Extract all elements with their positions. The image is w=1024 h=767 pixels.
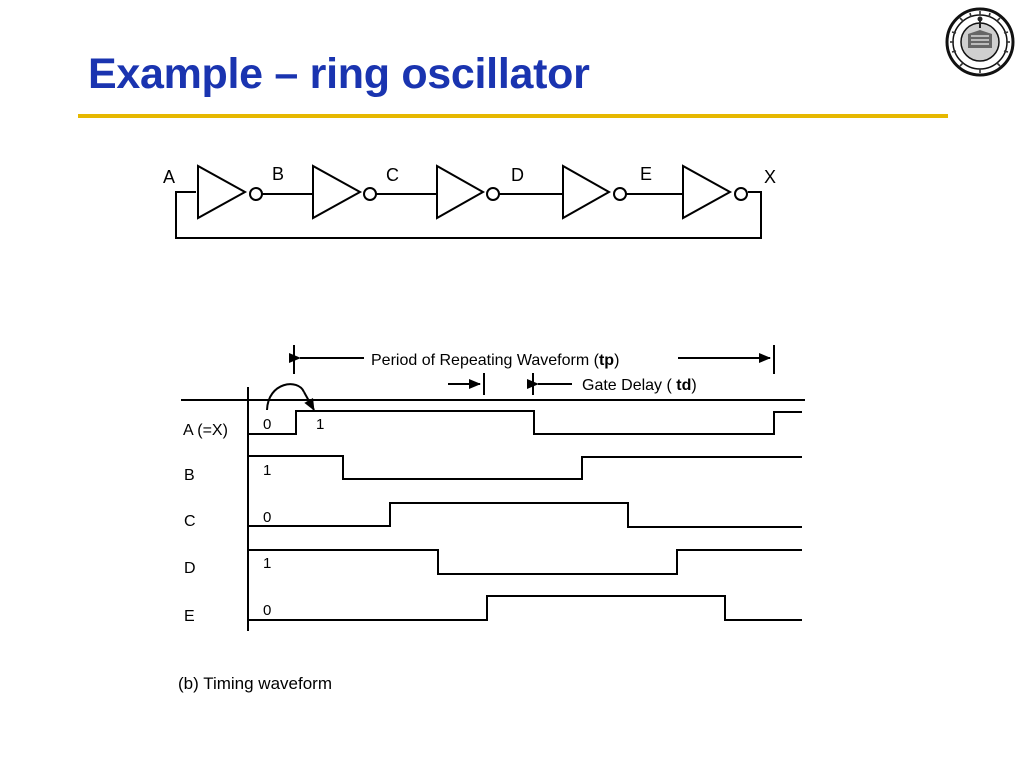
- node-label-b: B: [272, 164, 284, 184]
- initial-value-e: 0: [263, 602, 271, 619]
- period-label: Period of Repeating Waveform (tp): [371, 352, 619, 369]
- node-label-d: D: [511, 165, 524, 185]
- initial-value-a: 0: [263, 416, 271, 433]
- signal-name-c: C: [184, 513, 196, 530]
- initial-value-c: 0: [263, 509, 271, 526]
- node-label-x: X: [764, 167, 776, 187]
- signal-name-b: B: [184, 467, 195, 484]
- waveform-b: [248, 455, 802, 480]
- title-underline: [78, 114, 948, 118]
- node-label-a: A: [163, 167, 175, 187]
- waveform-a: [248, 410, 802, 435]
- inverter-5: [682, 164, 733, 220]
- signal-name-a: A (=X): [183, 422, 228, 439]
- transition-curve-arrow: [266, 383, 305, 411]
- node-label-c: C: [386, 165, 399, 185]
- gate-delay-label: Gate Delay ( td): [582, 377, 697, 394]
- a-after-transition-value: 1: [316, 416, 324, 433]
- node-label-e: E: [640, 164, 652, 184]
- signal-name-d: D: [184, 560, 196, 577]
- signal-name-e: E: [184, 608, 195, 625]
- waveform-d: [248, 549, 802, 575]
- figure-caption: (b) Timing waveform: [178, 674, 332, 693]
- inverter-5-bubble: [734, 187, 748, 201]
- inverter-3: [436, 164, 486, 220]
- initial-value-b: 1: [263, 462, 271, 479]
- initial-value-d: 1: [263, 555, 271, 572]
- waveform-e: [248, 595, 802, 621]
- waveform-c: [248, 502, 802, 528]
- inverter-2: [312, 164, 363, 220]
- inverter-1: [197, 164, 248, 220]
- university-seal-logo: [945, 7, 1015, 77]
- inverter-4: [562, 164, 612, 220]
- slide-title: Example – ring oscillator: [88, 50, 590, 98]
- feedback-wire: [175, 191, 762, 239]
